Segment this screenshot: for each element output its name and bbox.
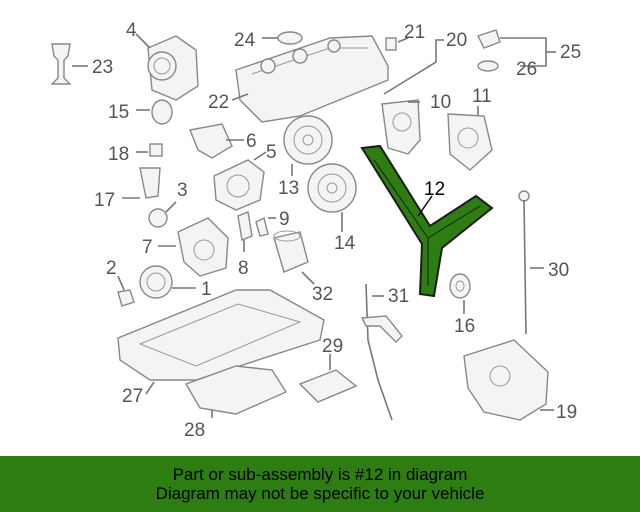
part-4-drawing (135, 33, 199, 101)
callout-5[interactable]: 5 (266, 142, 277, 163)
callout-17[interactable]: 17 (94, 190, 115, 211)
part-16-drawing (449, 273, 471, 314)
callout-1[interactable]: 1 (201, 279, 212, 300)
part-22-drawing (231, 35, 389, 123)
callout-21[interactable]: 21 (404, 22, 425, 43)
callout-13[interactable]: 13 (278, 178, 299, 199)
part-24-drawing (262, 31, 303, 45)
part-12-timing-belt[interactable] (360, 144, 494, 298)
callout-10[interactable]: 10 (430, 92, 451, 113)
part-19-drawing (463, 339, 554, 421)
part-21-drawing (383, 37, 444, 95)
part-11-drawing (447, 106, 493, 171)
part-13-drawing (283, 115, 333, 176)
part-8-9-drawing (237, 211, 276, 252)
callout-11[interactable]: 11 (472, 86, 492, 107)
part-15-17-18-drawing (122, 99, 173, 199)
part-3-drawing (148, 201, 177, 228)
callout-14[interactable]: 14 (334, 233, 356, 254)
part-27-drawing (117, 289, 325, 395)
info-banner: Part or sub-assembly is #12 in diagram D… (0, 456, 640, 512)
part-25-26-drawing (477, 29, 556, 72)
callout-9[interactable]: 9 (279, 209, 290, 230)
callout-16[interactable]: 16 (454, 316, 475, 337)
callout-3[interactable]: 3 (177, 180, 188, 201)
callout-6[interactable]: 6 (246, 131, 257, 152)
callout-15[interactable]: 15 (108, 102, 129, 123)
part-5-drawing (213, 151, 267, 211)
part-31-drawing (360, 283, 403, 421)
callout-26[interactable]: 26 (516, 59, 537, 80)
part-29-drawing (298, 354, 358, 403)
part-10-drawing (381, 99, 421, 155)
callout-8[interactable]: 8 (238, 258, 249, 279)
callout-29[interactable]: 29 (322, 336, 343, 357)
callout-4[interactable]: 4 (126, 20, 137, 41)
callout-24[interactable]: 24 (234, 30, 256, 51)
callout-27[interactable]: 27 (122, 386, 143, 407)
part-2-drawing (117, 275, 135, 307)
callout-7[interactable]: 7 (142, 237, 153, 258)
callout-32[interactable]: 32 (312, 284, 333, 305)
callout-31[interactable]: 31 (388, 286, 409, 307)
part-1-drawing (139, 265, 196, 299)
callout-25[interactable]: 25 (560, 42, 581, 63)
part-7-drawing (158, 217, 229, 277)
callout-2[interactable]: 2 (106, 258, 117, 279)
part-14-drawing (307, 163, 357, 232)
part-28-drawing (184, 365, 288, 418)
callout-22[interactable]: 22 (208, 92, 229, 113)
part-30-drawing (518, 190, 544, 335)
part-23-drawing (50, 43, 88, 85)
callout-30[interactable]: 30 (548, 260, 569, 281)
engine-parts-diagram: 1 2 3 4 5 6 7 8 9 10 11 12 13 14 15 16 1… (50, 20, 581, 441)
part-32-drawing (273, 230, 315, 285)
part-6-drawing (189, 123, 244, 159)
banner-line-2: Diagram may not be specific to your vehi… (155, 484, 485, 503)
callout-23[interactable]: 23 (92, 57, 113, 78)
callout-18[interactable]: 18 (108, 144, 129, 165)
callout-28[interactable]: 28 (184, 420, 205, 441)
banner-line-1: Part or sub-assembly is #12 in diagram (172, 465, 468, 484)
callout-12[interactable]: 12 (424, 179, 445, 200)
callout-19[interactable]: 19 (556, 402, 577, 423)
callout-20[interactable]: 20 (446, 30, 467, 51)
